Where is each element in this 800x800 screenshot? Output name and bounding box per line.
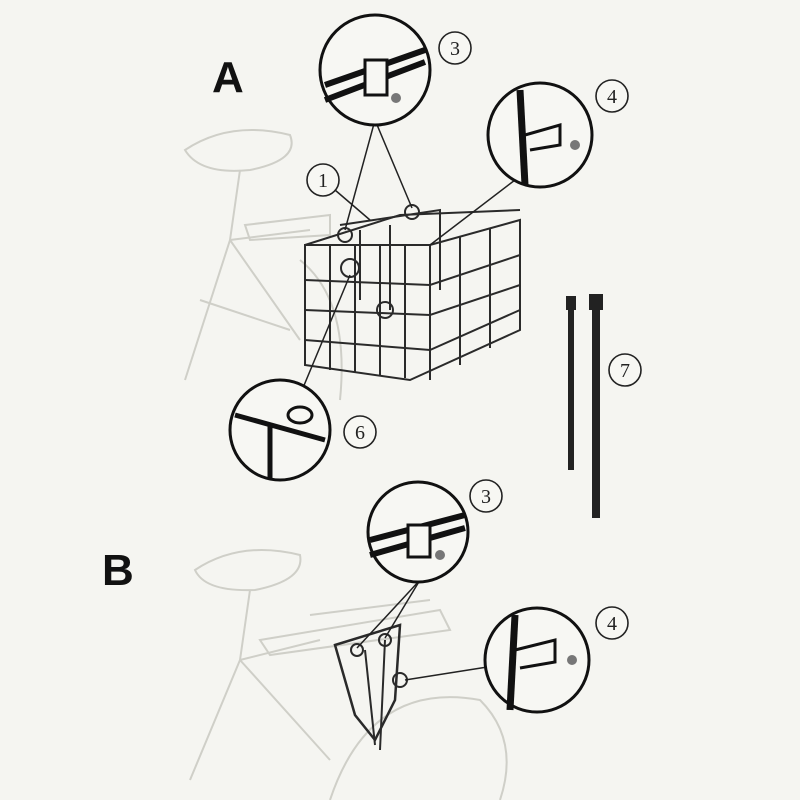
- number-circle-3b: [469, 479, 503, 513]
- bike-outline-b: [189, 549, 508, 800]
- part-number-7: 7: [620, 360, 630, 382]
- bracket-b: [333, 623, 408, 751]
- number-circle-1a: [306, 163, 340, 197]
- leaders-a: [299, 119, 516, 396]
- bike-outline-a: [183, 129, 343, 401]
- callout-joint-a: [228, 378, 332, 482]
- number-circle-4a: [595, 79, 629, 113]
- part-number-3b: 3: [481, 486, 491, 508]
- number-circle-7: [608, 353, 642, 387]
- part-number-1: 1: [318, 170, 328, 192]
- number-circle-3a: [438, 31, 472, 65]
- callout-clamp-b: [366, 480, 470, 584]
- callout-clamp-a: [318, 13, 432, 127]
- basket-a: [304, 204, 521, 382]
- leaders-b: [356, 579, 501, 681]
- part-number-6: 6: [355, 422, 365, 444]
- part-number-4b: 4: [607, 613, 617, 635]
- number-circle-4b: [595, 606, 629, 640]
- section-label-b: B: [102, 546, 134, 595]
- section-label-a: A: [212, 53, 244, 102]
- callout-hook-b: [483, 606, 591, 714]
- zip-ties: [566, 294, 603, 518]
- part-number-3a: 3: [450, 38, 460, 60]
- number-circle-6a: [343, 415, 377, 449]
- callout-hook-a: [486, 81, 594, 189]
- part-number-4a: 4: [607, 86, 617, 108]
